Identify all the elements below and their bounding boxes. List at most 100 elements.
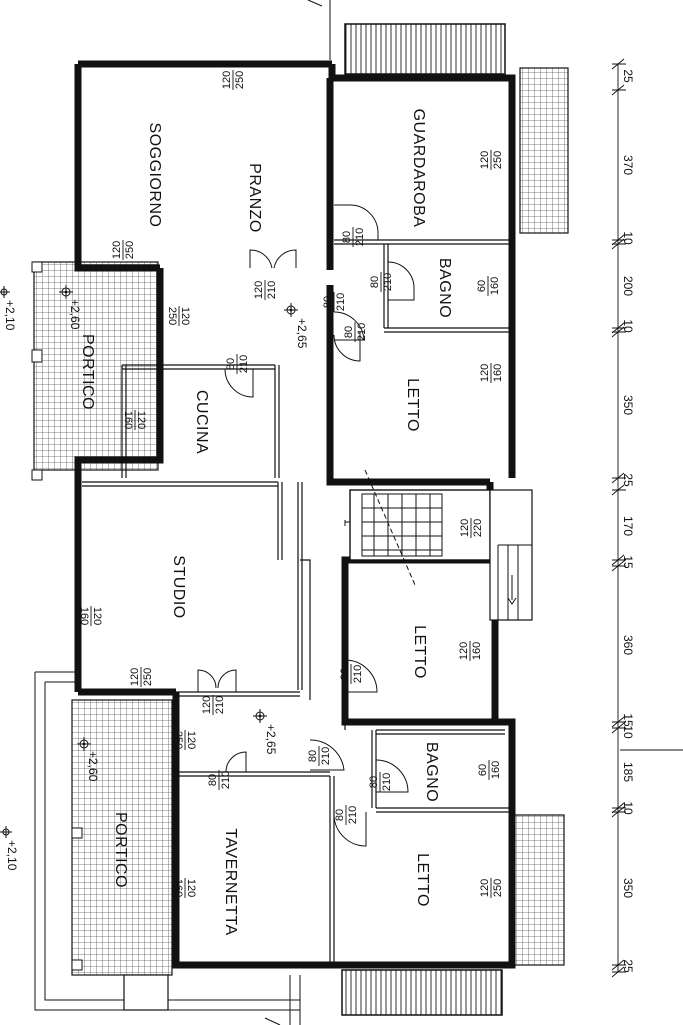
terrace-step [123, 974, 169, 1011]
opening-width: 80 [369, 276, 381, 288]
dimension-tick [611, 238, 626, 250]
opening-height: 210 [382, 273, 394, 291]
opening-height: 250 [142, 668, 154, 686]
light-well-top-right [519, 67, 569, 234]
dimension-tick [611, 484, 626, 496]
dimension-tick [611, 84, 626, 96]
opening-height: 210 [214, 696, 226, 714]
svg-text:+2,10: +2,10 [5, 840, 19, 871]
opening-width: 120 [459, 519, 471, 537]
opening-height: 250 [234, 71, 246, 89]
opening-width: 120 [479, 879, 491, 897]
room-bagno-bottom: BAGNO [423, 742, 440, 802]
svg-text:+2,10: +2,10 [3, 300, 17, 331]
room-labels: SOGGIORNO PRANZO GUARDAROBA BAGNO LETTO … [79, 109, 453, 936]
opening-height: 210 [238, 355, 250, 373]
dimension-label: 25 [621, 69, 635, 83]
room-portico-top: PORTICO [79, 334, 96, 410]
dimension-tick [611, 322, 626, 334]
portico-top-paving [33, 261, 159, 471]
opening-width: 80 [334, 809, 346, 821]
roof-line-bottom [264, 975, 301, 1025]
svg-text:+2,65: +2,65 [295, 318, 309, 349]
opening-height: 250 [492, 151, 504, 169]
dimension-label: 10 [621, 231, 635, 245]
opening-height: 250 [124, 241, 136, 259]
dimension-label: 200 [621, 276, 635, 296]
dimension-label: 350 [621, 395, 635, 415]
dimension-label: 350 [621, 878, 635, 898]
opening-width: 120 [179, 307, 191, 325]
exterior-elements [31, 0, 569, 1025]
level-portico-top: +2,60 [59, 285, 82, 330]
opening-height: 160 [122, 411, 134, 429]
partitions [82, 239, 510, 965]
dimension-tick [611, 326, 626, 338]
opening-height: 210 [356, 323, 368, 341]
doors [197, 204, 415, 847]
room-guardaroba: GUARDAROBA [410, 109, 427, 228]
opening-height: 210 [381, 773, 393, 791]
opening-height: 210 [347, 806, 359, 824]
opening-height: 160 [489, 277, 501, 295]
room-letto-top: LETTO [404, 378, 421, 432]
dimension-label: 170 [621, 516, 635, 536]
opening-width: 80 [368, 776, 380, 788]
room-letto-mid: LETTO [411, 625, 428, 679]
svg-text:+2,60: +2,60 [68, 299, 82, 330]
staircase [344, 469, 533, 621]
opening-height: 250 [166, 307, 178, 325]
opening-width: 80 [225, 358, 237, 370]
level-hall-bottom: +2,65 [253, 709, 278, 755]
opening-height: 210 [220, 771, 232, 789]
opening-height: 250 [492, 879, 504, 897]
level-portico-bottom: +2,60 [77, 737, 100, 782]
level-hall-top: +2,65 [284, 303, 309, 349]
opening-width: 80 [341, 231, 353, 243]
dimension-label: 10 [621, 725, 635, 739]
portico-column-top [31, 349, 43, 363]
opening-height: 210 [266, 281, 278, 299]
portico-column-top-3 [31, 261, 43, 273]
opening-height: 220 [472, 519, 484, 537]
opening-width: 120 [185, 879, 197, 897]
opening-width: 120 [201, 696, 213, 714]
dimension-label: 25 [621, 959, 635, 973]
dimension-label: 360 [621, 635, 635, 655]
dimension-label: 25 [621, 473, 635, 487]
room-letto-bottom: LETTO [414, 853, 431, 907]
dimension-label: 10 [621, 319, 635, 333]
opening-width: 120 [479, 151, 491, 169]
light-well-bottom [341, 969, 503, 1016]
opening-height: 160 [78, 607, 90, 625]
dimension-tick [611, 234, 626, 246]
opening-width: 60 [476, 280, 488, 292]
room-soggiorno: SOGGIORNO [146, 123, 163, 228]
opening-height: 160 [490, 761, 502, 779]
opening-width: 120 [479, 364, 491, 382]
room-pranzo: PRANZO [246, 163, 263, 233]
room-studio: STUDIO [170, 555, 187, 618]
dimension-tick [611, 554, 626, 566]
dimension-tick [611, 472, 626, 484]
